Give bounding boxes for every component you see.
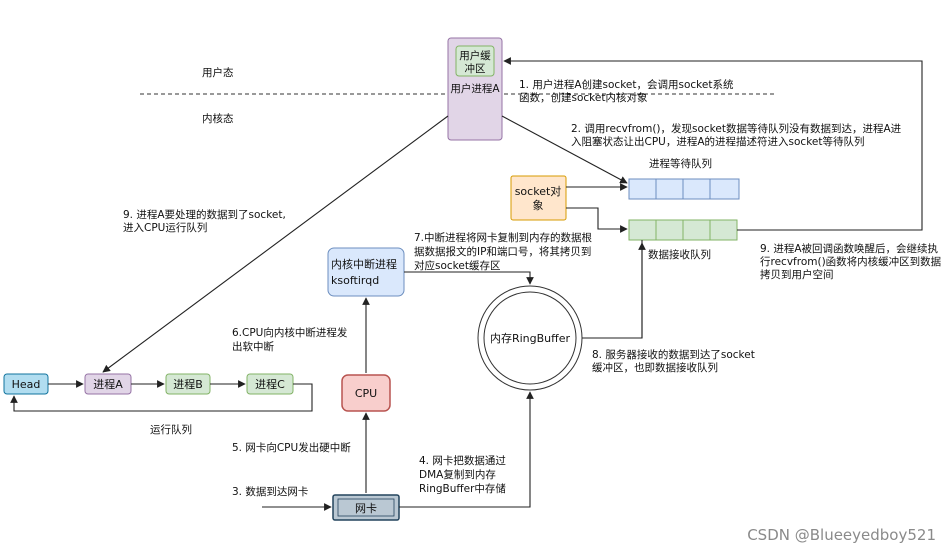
process-c-label: 进程C bbox=[255, 378, 285, 391]
ringbuffer-label: 内存RingBuffer bbox=[490, 331, 571, 345]
process-b-label: 进程B bbox=[173, 378, 203, 391]
wait-queue-label: 进程等待队列 bbox=[649, 157, 712, 170]
user-space-label: 用户态 bbox=[202, 66, 234, 79]
arrows bbox=[10, 57, 923, 511]
step-6-line-2: 出软中断 bbox=[232, 340, 274, 353]
user-process-a-label: 用户进程A bbox=[450, 82, 500, 95]
head-label: Head bbox=[12, 378, 41, 391]
kernel-interrupt-node bbox=[327, 247, 405, 297]
receive-queue bbox=[628, 219, 738, 241]
user-buffer-label-2: 冲区 bbox=[465, 62, 486, 75]
step-8-line-1: 8. 服务器接收的数据到达了socket bbox=[592, 348, 755, 361]
process-a-label: 进程A bbox=[93, 378, 123, 391]
step-3-label: 3. 数据到达网卡 bbox=[232, 485, 308, 498]
receive-queue-label: 数据接收队列 bbox=[648, 248, 711, 261]
step-6-line-1: 6.CPU向内核中断进程发 bbox=[232, 326, 348, 339]
cpu-label: CPU bbox=[355, 387, 377, 400]
watermark: CSDN @Blueeyedboy521 bbox=[747, 526, 936, 544]
step-4-line-2: DMA复制到内存 bbox=[419, 468, 496, 481]
kernel-interrupt-label-2: ksoftirqd bbox=[331, 274, 379, 287]
step-7-line-1: 7.中断进程将网卡复制到内存的数据根 bbox=[414, 231, 593, 244]
cpu-node bbox=[341, 374, 391, 412]
kernel-interrupt-label-1: 内核中断进程 bbox=[331, 257, 397, 271]
socket-object-label-2: 象 bbox=[533, 199, 544, 212]
step-9a-line-2: 进入CPU运行队列 bbox=[123, 221, 207, 234]
nic-label: 网卡 bbox=[355, 502, 377, 515]
run-queue-label: 运行队列 bbox=[150, 423, 192, 436]
step-1-line-1: 1. 用户进程A创建socket，会调用socket系统 bbox=[519, 78, 734, 91]
step-4-line-3: RingBuffer中存储 bbox=[419, 482, 506, 495]
step-4-line-1: 4. 网卡把数据通过 bbox=[419, 454, 506, 467]
step-7-line-3: 对应socket缓存区 bbox=[414, 259, 500, 272]
step-2-line-1: 2. 调用recvfrom()，发现socket数据等待队列没有数据到达，进程A… bbox=[571, 122, 902, 135]
ringbuffer-inner bbox=[483, 291, 577, 385]
step-5-label: 5. 网卡向CPU发出硬中断 bbox=[232, 441, 351, 454]
step-9b-line-2: 行recvfrom()函数将内核缓冲区到数据 bbox=[760, 255, 942, 268]
step-9a-line-1: 9. 进程A要处理的数据到了socket, bbox=[123, 208, 286, 221]
step-9b-line-1: 9. 进程A被回调函数唤醒后，会继续执 bbox=[760, 242, 939, 255]
user-buffer-label-1: 用户缓 bbox=[459, 49, 491, 62]
socket-object-label-1: socket对 bbox=[515, 184, 562, 198]
wait-queue bbox=[628, 178, 740, 200]
step-7-line-2: 据数据报文的IP和端口号，将其拷贝到 bbox=[414, 245, 591, 258]
step-1-line-2: 函数，创建socket内核对象 bbox=[519, 91, 647, 104]
step-8-line-2: 缓冲区，也即数据接收队列 bbox=[592, 361, 718, 374]
socket-object-node bbox=[510, 175, 567, 221]
step-9b-line-3: 拷贝到用户空间 bbox=[760, 268, 834, 281]
nic-inner bbox=[337, 498, 395, 517]
kernel-space-label: 内核态 bbox=[202, 112, 234, 125]
step-2-line-2: 入阻塞状态让出CPU，进程A的进程描述符进入socket等待队列 bbox=[571, 135, 864, 148]
user-buffer-node bbox=[455, 45, 495, 77]
